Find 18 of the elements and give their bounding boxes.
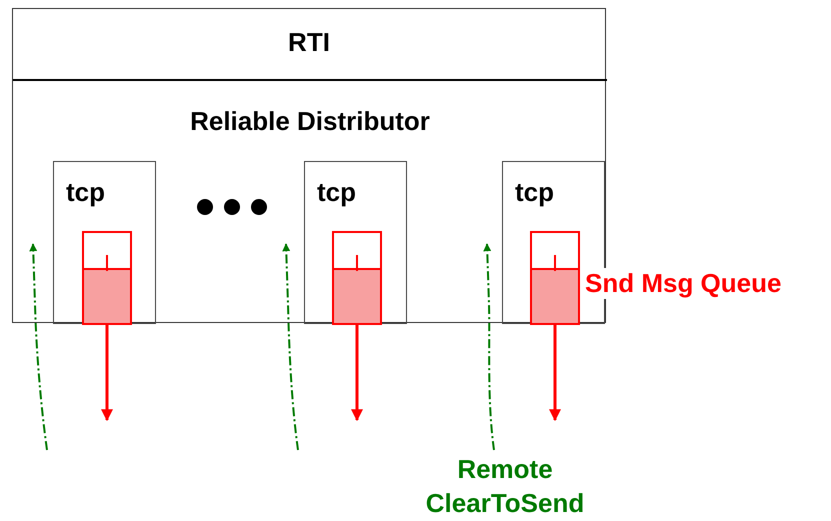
connection-box	[304, 161, 407, 324]
connection-box	[53, 161, 156, 324]
queue-caption: Snd Msg Queue	[583, 268, 784, 299]
queue-box	[82, 231, 132, 325]
arrow	[549, 325, 561, 422]
arrow	[101, 325, 113, 422]
arrow	[483, 243, 495, 450]
queue-box	[332, 231, 382, 325]
arrow	[282, 243, 299, 450]
box-label: tcp	[515, 177, 554, 208]
queue-box	[530, 231, 580, 325]
section-title: Reliable Distributor	[190, 106, 430, 137]
arrow	[29, 243, 48, 450]
signal-label: Remote ClearToSend	[424, 453, 586, 520]
arrow	[351, 325, 363, 422]
box-label: tcp	[66, 177, 105, 208]
box-label: tcp	[317, 177, 356, 208]
header-title: RTI	[288, 27, 330, 58]
